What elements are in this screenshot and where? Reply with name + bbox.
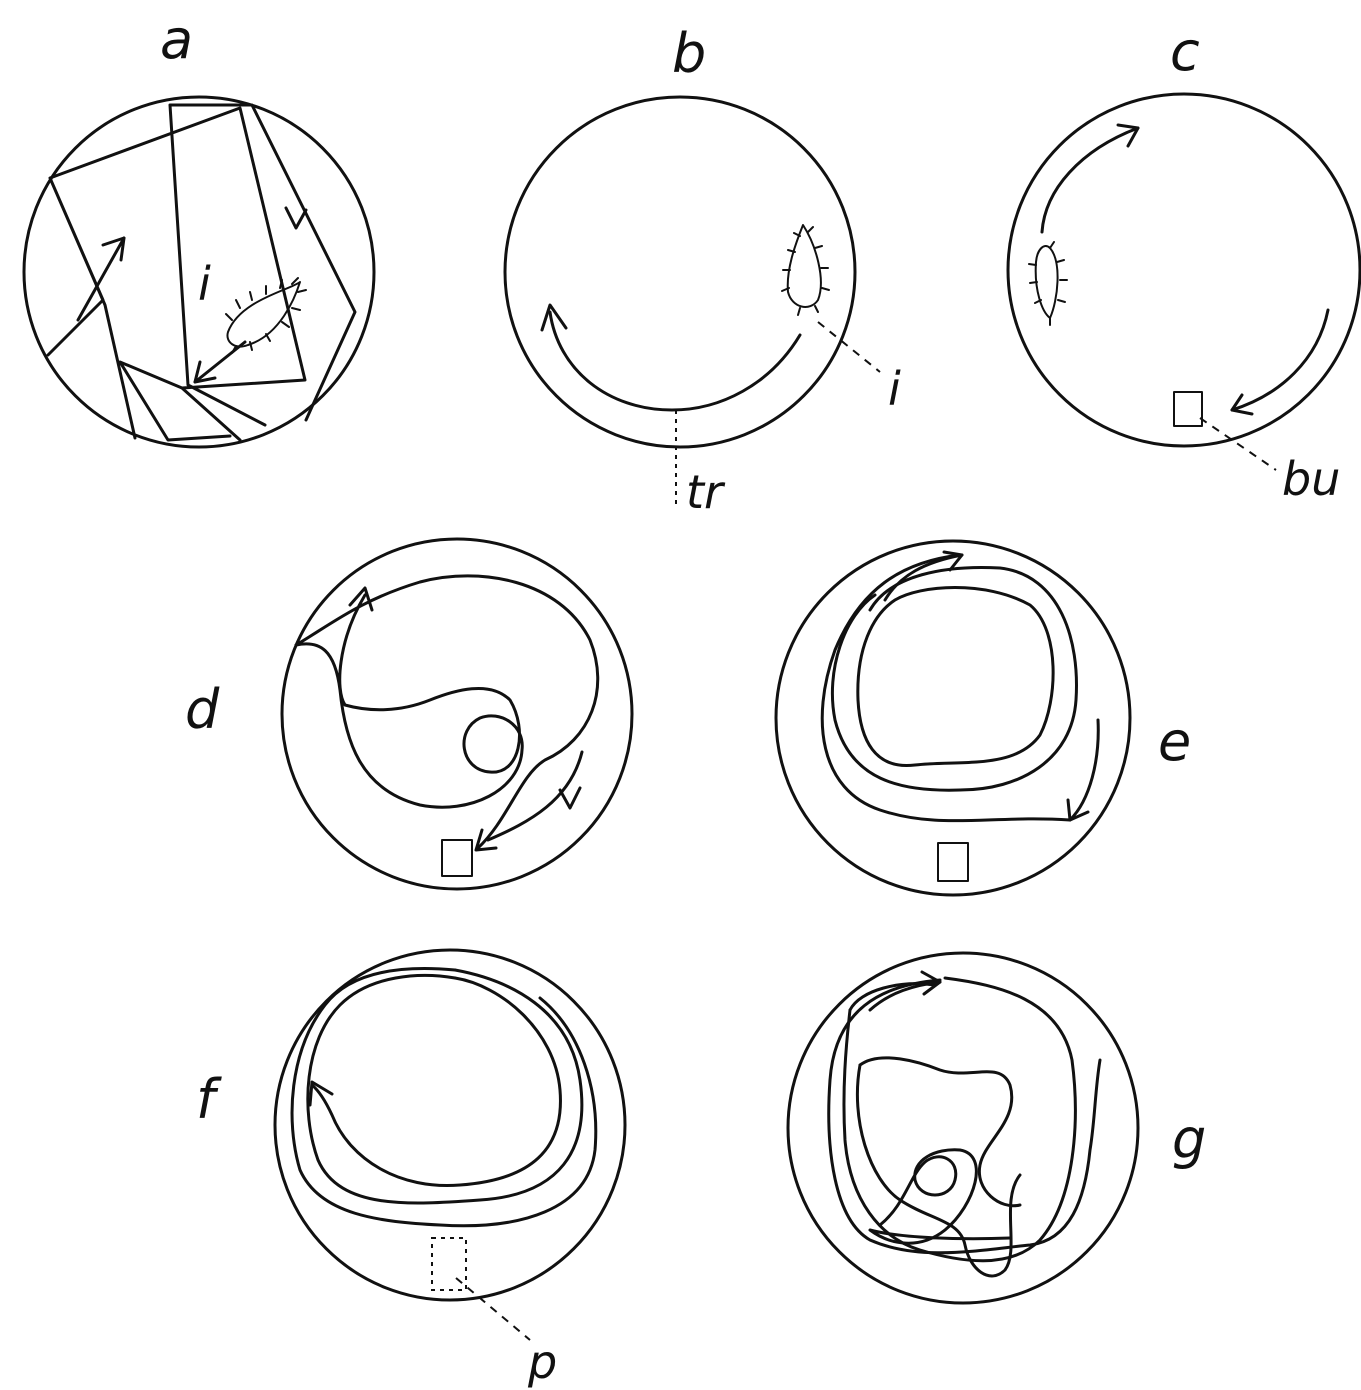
panel-g-tangle-middle (844, 978, 1075, 1261)
panel-c-inner-blob (1036, 246, 1058, 318)
panel-e-loop-outer (822, 555, 1070, 821)
panel-c-upper-arc (1042, 128, 1138, 232)
panel-d: d (185, 539, 632, 889)
panel-c-blob-hairs (1029, 242, 1067, 325)
panel-f-plant-label: p (527, 1335, 557, 1389)
panel-b-circle (505, 97, 855, 447)
panel-b: b i tr (505, 22, 901, 519)
panel-b-trail-label: tr (686, 465, 726, 519)
panel-e-loop-middle (832, 567, 1098, 820)
panel-e-bush-rect (938, 843, 968, 881)
panel-c-circle (1008, 94, 1360, 446)
panel-a: a i (24, 8, 374, 447)
panel-e-loop-inner (858, 588, 1053, 766)
panel-f-label: f (196, 1068, 222, 1131)
panel-b-inner-blob (788, 225, 821, 307)
panel-a-arrow-to-i (195, 342, 245, 382)
panel-f-loop-middle (308, 970, 582, 1203)
panel-a-arrow-down-head (286, 208, 306, 228)
panel-f: f p (196, 950, 625, 1389)
panel-c-label: c (1170, 20, 1200, 83)
panel-c-lower-arc (1232, 310, 1328, 410)
panel-b-label: b (672, 22, 706, 85)
panel-b-inner-label: i (888, 362, 901, 416)
panel-c-bush-label: bu (1282, 452, 1340, 506)
panel-d-circle (282, 539, 632, 889)
panel-e-label: e (1158, 710, 1191, 773)
panel-a-arrow-up (78, 238, 124, 320)
panel-a-label: a (160, 8, 193, 71)
panel-e-circle (776, 541, 1130, 895)
panel-d-track (296, 576, 598, 848)
panel-e: e (776, 541, 1191, 895)
panel-c-bush-rect (1174, 392, 1202, 426)
panel-b-blob-hairs (782, 227, 829, 315)
panel-c: c bu (1008, 20, 1360, 506)
panel-d-label: d (185, 678, 220, 741)
panel-d-lower-branch (488, 752, 582, 840)
panel-d-bush-rect (442, 840, 472, 876)
panel-a-inner-label: i (198, 257, 211, 311)
panel-b-arc-path (550, 312, 800, 410)
panel-g-label: g (1172, 1108, 1206, 1171)
panel-g: g (788, 953, 1206, 1303)
panel-f-loop-inner (312, 978, 560, 1186)
